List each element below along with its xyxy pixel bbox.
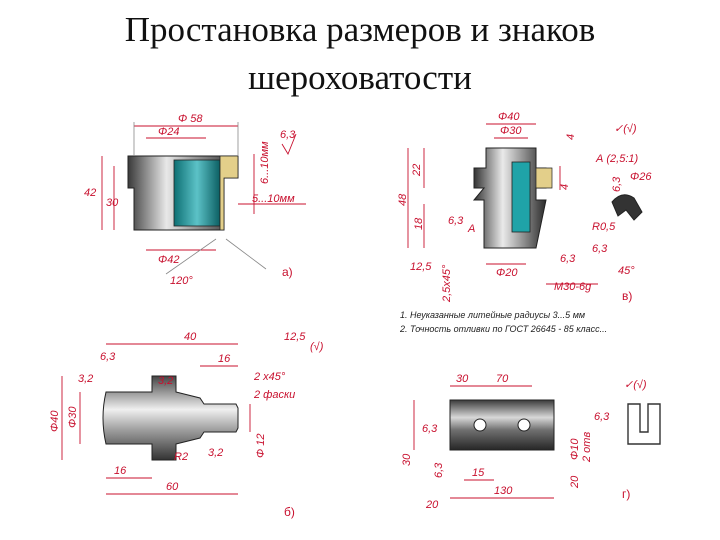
section-hatch	[219, 155, 239, 231]
drawing-panel-v: Φ40 Φ30 Φ20 Φ26 22 48 18 4 4 12,5 2,5x45…	[386, 104, 680, 340]
dim-length-130: 130	[494, 485, 513, 497]
dim-length-20-bottom: 20	[425, 499, 439, 511]
drawing-panel-g: 30 70 15 130 20 20 30 6,3 6,3 6,3 Φ10 2 …	[392, 360, 680, 518]
roughness-general: (√)	[310, 341, 324, 353]
roughness-12-5: 12,5	[284, 331, 306, 343]
roughness-3-2-mid: 3,2	[158, 375, 173, 387]
drawing-panel-a: Φ 58 Φ24 Φ42 42 30 6,3 6...10мм 5...10мм…	[66, 104, 378, 290]
roughness-6-3-right: 6,3	[592, 243, 608, 255]
dim-diameter-58: Φ 58	[178, 113, 203, 125]
dim-angle-45: 45°	[618, 265, 635, 277]
dim-chamfer: 2 x45°	[253, 371, 286, 383]
bushing-bore	[173, 159, 221, 227]
dim-length-20-right: 20	[569, 475, 581, 489]
detail-a-label: А (2,5:1)	[595, 153, 639, 165]
plate-end-view	[627, 403, 661, 445]
section-marker-a: А	[467, 223, 475, 235]
roughness-6-3-left: 6,3	[448, 215, 464, 227]
dim-radius-2: R2	[174, 451, 188, 463]
dim-range-horizontal: 5...10мм	[252, 193, 295, 205]
roughness-6-3: 6,3	[100, 351, 116, 363]
dim-height-30: 30	[401, 453, 413, 466]
dim-height-22: 22	[411, 164, 423, 177]
dim-height-42: 42	[84, 187, 96, 199]
dim-diameter-42: Φ42	[158, 254, 179, 266]
shaft-drawing: 40 16 16 60 Φ40 Φ30 Φ 12 R2 6,3 3,2 3,2 …	[49, 331, 324, 519]
dim-length-16-top: 16	[218, 353, 231, 365]
roughness-6-3-detail: 6,3	[611, 176, 623, 192]
roughness-6-3-left: 6,3	[422, 423, 438, 435]
hole-count: 2 отв	[581, 432, 593, 463]
bushing-drawing: Φ 58 Φ24 Φ42 42 30 6,3 6...10мм 5...10мм…	[84, 113, 306, 287]
dim-diameter-10: Φ10	[569, 438, 581, 460]
panel-label-g: г)	[622, 487, 630, 501]
dim-12-5: 12,5	[410, 261, 432, 273]
dim-diameter-24: Φ24	[158, 126, 179, 138]
dim-thread: M30-6g	[554, 281, 592, 293]
dim-length-40: 40	[184, 331, 197, 343]
dim-range-vertical: 6...10мм	[259, 141, 271, 184]
dim-height-48: 48	[397, 193, 409, 206]
dim-length-16-bottom: 16	[114, 465, 127, 477]
dim-radius: R0,5	[592, 221, 616, 233]
dim-diameter-40: Φ40	[498, 111, 520, 123]
casting-bore	[511, 161, 531, 233]
panel-label-b: б)	[284, 505, 295, 519]
roughness-6-3-bottom: 6,3	[560, 253, 576, 265]
dim-diameter-30: Φ30	[500, 125, 522, 137]
dim-height-18: 18	[413, 217, 425, 230]
dim-diameter-26: Φ26	[630, 171, 652, 183]
page-title-line-2: шероховатости	[248, 58, 472, 97]
dim-length-70: 70	[496, 373, 509, 385]
dim-diameter-20: Φ20	[496, 267, 518, 279]
plate-drawing: 30 70 15 130 20 20 30 6,3 6,3 6,3 Φ10 2 …	[401, 373, 661, 511]
panel-label-a: а)	[282, 265, 293, 279]
hole-right	[517, 418, 531, 432]
roughness-general: ✓(√)	[614, 123, 637, 135]
drawing-panel-b: 40 16 16 60 Φ40 Φ30 Φ 12 R2 6,3 3,2 3,2 …	[44, 318, 344, 530]
dim-height-30: 30	[106, 197, 119, 209]
dim-diameter-30: Φ30	[67, 406, 79, 428]
dim-length-30: 30	[456, 373, 469, 385]
roughness-6-3-right: 6,3	[594, 411, 610, 423]
dim-length-15: 15	[472, 467, 485, 479]
dim-chamfer: 2,5x45°	[441, 264, 453, 303]
dim-diameter-12: Φ 12	[255, 434, 267, 459]
chamfer-note: 2 фаски	[253, 389, 295, 401]
dim-length-60: 60	[166, 481, 179, 493]
casting-drawing: Φ40 Φ30 Φ20 Φ26 22 48 18 4 4 12,5 2,5x45…	[397, 111, 652, 334]
roughness-6-3-bottom: 6,3	[433, 462, 445, 478]
roughness-6-3: 6,3	[280, 129, 296, 141]
page-title-line-1: Простановка размеров и знаков	[124, 10, 596, 49]
note-2: 2. Точность отливки по ГОСТ 26645 - 85 к…	[399, 324, 607, 334]
roughness-3-2-left: 3,2	[78, 373, 93, 385]
note-1: 1. Неуказанные литейные радиусы 3...5 мм	[400, 310, 585, 320]
dim-diameter-40: Φ40	[49, 410, 61, 432]
dim-angle-120: 120°	[170, 275, 193, 287]
detail-a-view	[611, 194, 643, 221]
dim-thickness-4-top: 4	[565, 134, 577, 140]
hole-left	[473, 418, 487, 432]
panel-label-v: в)	[622, 289, 632, 303]
roughness-general: ✓(√)	[624, 379, 647, 391]
roughness-3-2-bottom: 3,2	[208, 447, 223, 459]
dim-thickness-4-side: 4	[559, 184, 571, 190]
